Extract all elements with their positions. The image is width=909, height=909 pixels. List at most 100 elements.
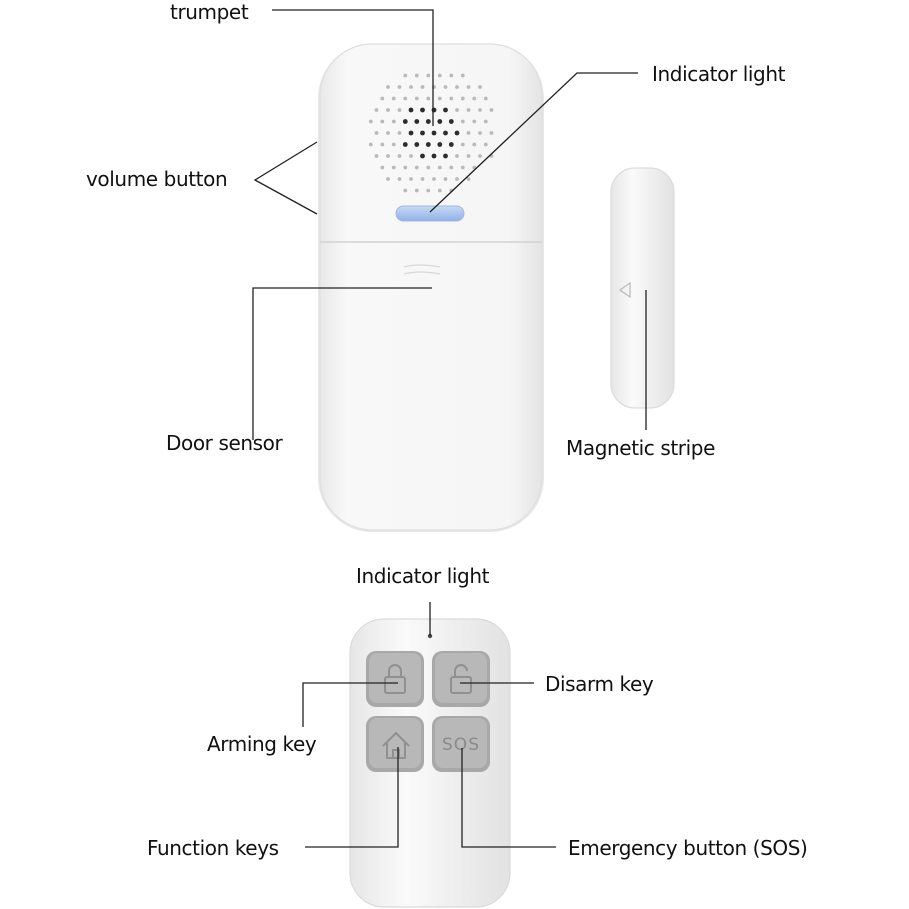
speaker-hole [489,131,494,135]
speaker-hole [437,73,442,78]
function-key[interactable] [366,716,424,772]
speaker-hole [380,96,385,101]
speaker-hole [374,108,379,112]
cover-grip-marks [403,264,441,275]
speaker-hole [386,154,390,158]
magnetic-stripe-unit [610,167,675,409]
speaker-hole [460,73,465,78]
speaker-hole [483,142,488,147]
speaker-hole [420,107,425,113]
speaker-hole [408,130,414,136]
speaker-hole [420,130,425,136]
speaker-hole [414,142,420,147]
speaker-hole [448,142,454,147]
speaker-hole [443,153,448,159]
speaker-hole [437,188,442,193]
speaker-hole [449,96,454,101]
speaker-hole [414,73,419,78]
label-indicator-light: Indicator light [652,62,786,86]
speaker-hole [397,177,402,181]
speaker-hole [386,85,390,89]
speaker-hole [414,165,419,170]
label-arming-key: Arming key [207,732,317,756]
speaker-hole [426,188,431,193]
speaker-hole [426,165,431,170]
speaker-hole [460,96,465,101]
speaker-hole [426,73,431,78]
speaker-hole [409,177,413,181]
speaker-hole [380,119,385,124]
speaker-hole [448,119,454,124]
speaker-hole [489,108,494,112]
leader-indicator-light [429,72,638,213]
speaker-hole [420,85,425,89]
speaker-hole [380,165,385,170]
label-function-keys: Function keys [147,836,279,860]
leader-emergency-button [461,748,556,848]
speaker-hole [472,142,477,147]
speaker-hole [437,96,442,101]
speaker-hole [455,154,459,158]
speaker-hole [391,119,396,124]
speaker-hole [374,131,379,135]
speaker-hole [460,142,465,147]
remote-control-unit: SOS [349,618,511,908]
speaker-hole [478,108,482,112]
sos-emergency-key[interactable]: SOS [432,716,490,772]
speaker-hole [466,85,471,89]
leader-function-keys [305,747,399,848]
speaker-hole [391,165,396,170]
speaker-hole [437,119,443,124]
label-disarm-key: Disarm key [545,672,654,696]
sos-key-text: SOS [442,735,480,755]
speaker-hole [386,177,390,181]
speaker-hole [472,96,477,101]
speaker-hole [391,142,396,147]
speaker-hole [403,73,408,78]
speaker-hole [425,119,431,124]
speaker-hole [386,108,390,112]
speaker-hole [455,108,459,112]
speaker-hole [397,85,402,89]
speaker-hole [414,96,419,101]
leader-lines [252,9,647,848]
speaker-hole [414,188,419,193]
speaker-hole [403,165,408,170]
speaker-hole [460,165,465,170]
speaker-hole [443,177,448,181]
speaker-hole [425,142,431,147]
speaker-hole [466,108,471,112]
speaker-hole [402,119,408,124]
label-door-sensor: Door sensor [166,431,283,455]
speaker-hole [391,96,396,101]
label-emergency-button: Emergency button (SOS) [568,836,808,860]
speaker-hole [432,177,436,181]
speaker-hole [386,131,390,135]
speaker-hole [466,131,471,135]
speaker-hole [449,73,454,78]
label-volume-button: volume button [86,167,228,191]
speaker-hole [414,119,420,124]
leader-trumpet [272,9,434,126]
arming-key[interactable] [366,651,424,707]
speaker-hole [437,165,442,170]
speaker-hole [483,96,488,101]
speaker-hole [420,153,425,159]
lock-closed-icon [384,664,406,694]
speaker-hole [449,165,454,170]
speaker-hole [426,96,431,101]
label-trumpet: trumpet [170,0,249,24]
home-icon [382,731,410,759]
lock-open-icon [450,664,472,694]
speaker-hole [368,142,373,147]
alignment-arrow-icon [618,281,631,299]
speaker-hole [397,131,402,135]
speaker-hole [478,154,482,158]
disarm-key[interactable] [432,651,490,707]
speaker-hole [437,142,443,147]
speaker-hole [478,131,482,135]
speaker-hole [409,154,413,158]
speaker-hole [466,177,471,181]
